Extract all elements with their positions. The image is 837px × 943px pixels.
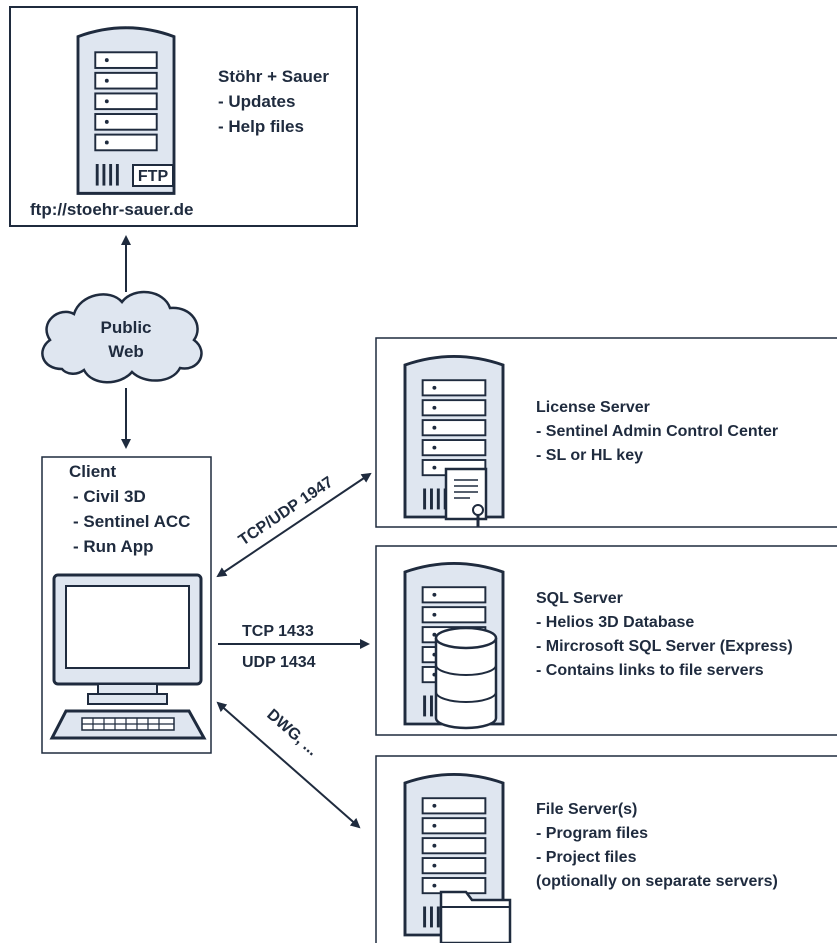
sql-server-box: SQL Server - Helios 3D Database - Mircro… (375, 545, 837, 736)
license-title: License Server (536, 399, 650, 416)
client-line-sentinel: - Sentinel ACC (73, 512, 190, 531)
license-box-frame (375, 337, 837, 528)
arrow-client-license (216, 472, 372, 578)
client-line-runapp: - Run App (73, 537, 154, 556)
cloud-shape (41, 290, 203, 384)
ftp-box-frame (9, 6, 358, 227)
sql-connection-label-udp: UDP 1434 (242, 654, 316, 671)
sql-title: SQL Server (536, 590, 623, 607)
file-server-box: File Server(s) - Program files - Project… (375, 755, 837, 943)
public-web-cloud: Public Web (41, 290, 203, 384)
folder-icon (439, 890, 512, 943)
ftp-line-help-files: - Help files (218, 117, 304, 136)
sql-line-links: - Contains links to file servers (536, 662, 764, 679)
file-box-frame (375, 755, 837, 943)
ftp-badge-label: FTP (138, 168, 169, 185)
file-line-optional: (optionally on separate servers) (536, 873, 778, 890)
license-connection-label: TCP/UDP 1947 (236, 474, 337, 550)
desktop-computer-icon (49, 573, 207, 740)
license-server-box: License Server - Sentinel Admin Control … (375, 337, 837, 528)
arrow-client-file (216, 701, 361, 829)
sql-line-helios: - Helios 3D Database (536, 614, 694, 631)
client-title: Client (69, 462, 117, 481)
license-line-key: - SL or HL key (536, 447, 643, 464)
ftp-url: ftp://stoehr-sauer.de (30, 200, 193, 219)
ftp-badge (132, 164, 174, 187)
file-line-project: - Project files (536, 849, 637, 866)
ftp-server-box: FTP Stöhr + Sauer - Updates - Help files… (9, 6, 358, 227)
cloud-label-line1: Public (100, 318, 151, 337)
sql-line-mssql: - Mircrosoft SQL Server (Express) (536, 638, 793, 655)
ftp-line-updates: - Updates (218, 92, 295, 111)
client-box: Client - Civil 3D - Sentinel ACC - Run A… (41, 456, 212, 754)
file-title: File Server(s) (536, 801, 637, 818)
sql-box-frame (375, 545, 837, 736)
ftp-title: Stöhr + Sauer (218, 67, 329, 86)
license-line-sentinel: - Sentinel Admin Control Center (536, 423, 778, 440)
monitor-base (87, 693, 168, 705)
file-line-program: - Program files (536, 825, 648, 842)
monitor-screen (65, 585, 190, 669)
monitor-stand (97, 683, 158, 695)
client-line-civil3d: - Civil 3D (73, 487, 146, 506)
client-box-frame (41, 456, 212, 754)
cloud-label-line2: Web (108, 342, 144, 361)
database-icon (434, 626, 498, 730)
sql-connection-label-tcp: TCP 1433 (242, 623, 314, 640)
